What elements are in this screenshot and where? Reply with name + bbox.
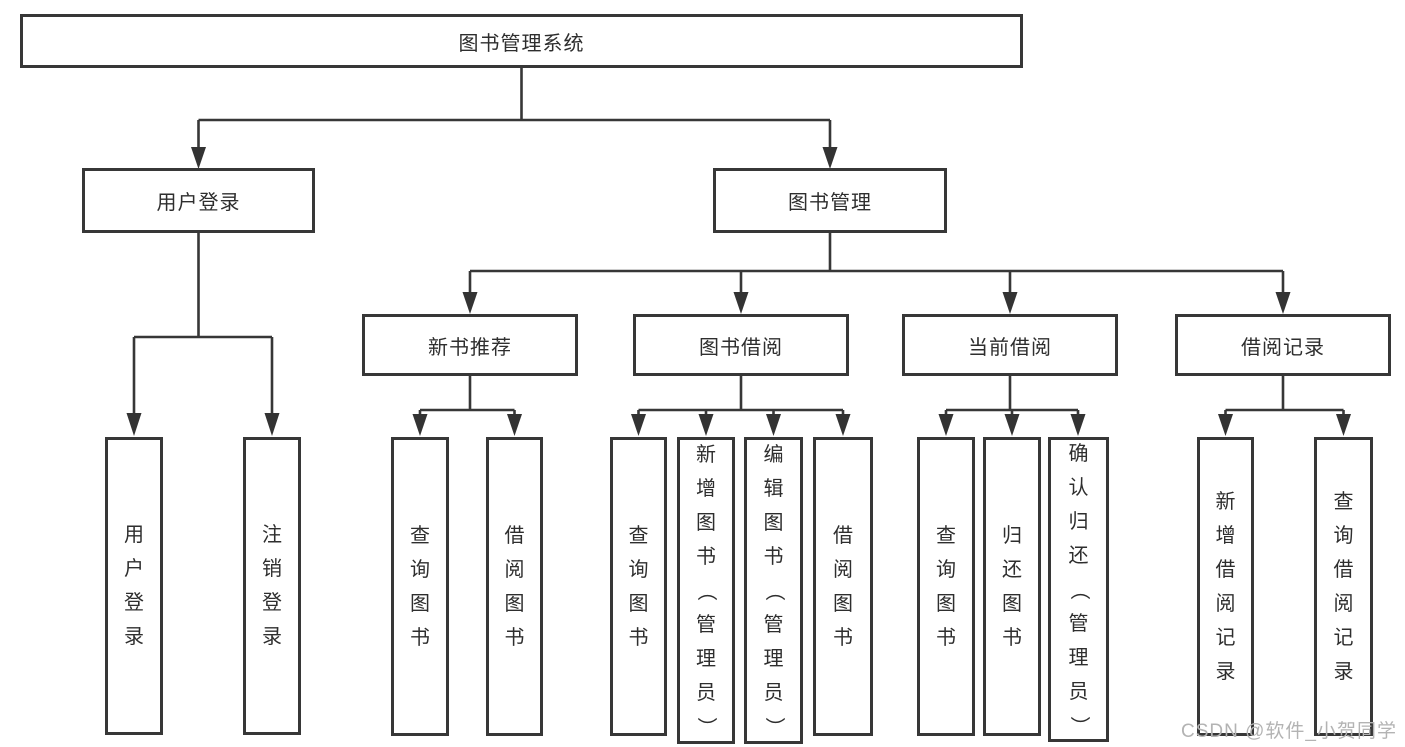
leaf-add-borrow-record: 新增借阅记录 <box>1197 437 1254 736</box>
leaf-borrow-books-2: 借阅图书 <box>813 437 873 736</box>
leaf-confirm-return-admin: 确认归还（管理员） <box>1048 437 1109 742</box>
node-book-borrowing: 图书借阅 <box>633 314 849 376</box>
leaf-query-books-3: 查询图书 <box>917 437 975 736</box>
node-book-management: 图书管理 <box>713 168 947 233</box>
leaf-query-books-1: 查询图书 <box>391 437 449 736</box>
node-current-borrowing: 当前借阅 <box>902 314 1118 376</box>
leaf-return-books: 归还图书 <box>983 437 1041 736</box>
node-new-book-recommend: 新书推荐 <box>362 314 578 376</box>
leaf-edit-books-admin: 编辑图书（管理员） <box>744 437 803 744</box>
leaf-user-login: 用户登录 <box>105 437 163 735</box>
leaf-query-books-2: 查询图书 <box>610 437 667 736</box>
leaf-logout: 注销登录 <box>243 437 301 735</box>
node-user-login: 用户登录 <box>82 168 315 233</box>
watermark: CSDN @软件_小贺同学 <box>1181 721 1397 742</box>
node-root: 图书管理系统 <box>20 14 1023 68</box>
leaf-add-books-admin: 新增图书（管理员） <box>677 437 735 744</box>
leaf-query-borrow-record: 查询借阅记录 <box>1314 437 1373 736</box>
leaf-borrow-books-1: 借阅图书 <box>486 437 543 736</box>
node-borrowing-records: 借阅记录 <box>1175 314 1391 376</box>
